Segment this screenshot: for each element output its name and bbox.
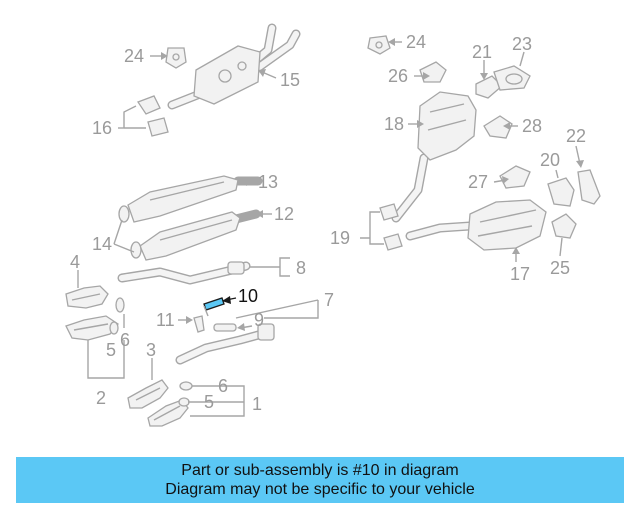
gasket-6-left[interactable] <box>115 297 125 313</box>
label-11: 11 <box>156 310 175 330</box>
exhaust-tip-21[interactable] <box>475 75 503 99</box>
label-24-left: 24 <box>124 46 144 66</box>
label-10: 10 <box>238 286 258 306</box>
label-18: 18 <box>384 114 404 134</box>
label-13: 13 <box>258 172 278 192</box>
center-muffler-17[interactable] <box>405 199 547 251</box>
mount-bracket-24-left[interactable] <box>165 47 187 69</box>
bracket-20[interactable] <box>547 177 575 207</box>
callout-labels: 24 15 16 13 12 14 8 4 10 7 11 9 6 5 3 2 … <box>70 32 586 414</box>
info-banner: Part or sub-assembly is #10 in diagram D… <box>16 457 624 503</box>
banner-line-part: Part or sub-assembly is #10 in diagram <box>181 462 459 479</box>
banner-line-disclaimer: Diagram may not be specific to your vehi… <box>165 481 475 498</box>
bolt-11[interactable] <box>193 315 205 333</box>
label-6-left: 6 <box>120 330 130 350</box>
label-14: 14 <box>92 234 112 254</box>
clamp-5-lower[interactable] <box>178 397 190 407</box>
part-10-bracket[interactable] <box>203 297 225 317</box>
mount-bracket-24-right[interactable] <box>367 35 391 55</box>
exhaust-tip-23[interactable] <box>493 65 531 91</box>
label-26: 26 <box>388 66 408 86</box>
label-27: 27 <box>468 172 488 192</box>
label-19: 19 <box>330 228 350 248</box>
label-4: 4 <box>70 252 80 272</box>
label-24-right: 24 <box>406 32 426 52</box>
label-6-lower: 6 <box>218 376 228 396</box>
label-8: 8 <box>296 258 306 278</box>
label-5-lower: 5 <box>204 392 214 412</box>
label-23: 23 <box>512 34 532 54</box>
clamp-19[interactable] <box>379 203 403 251</box>
gasket-14[interactable] <box>118 205 142 259</box>
clamp-5-left[interactable] <box>109 321 119 335</box>
rear-muffler-18[interactable] <box>391 91 477 223</box>
label-12: 12 <box>274 204 294 224</box>
catalytic-converter-3[interactable] <box>127 379 169 409</box>
label-22: 22 <box>566 126 586 146</box>
label-7: 7 <box>324 290 334 310</box>
label-9: 9 <box>254 310 264 330</box>
gasket-9[interactable] <box>213 323 237 332</box>
hanger-25[interactable] <box>551 213 577 239</box>
label-5-left: 5 <box>106 340 116 360</box>
catalytic-converter-2[interactable] <box>65 315 119 341</box>
hanger-28[interactable] <box>483 115 513 139</box>
catalytic-converter-1[interactable] <box>147 399 189 427</box>
label-28: 28 <box>522 116 542 136</box>
gasket-6-lower[interactable] <box>179 381 193 391</box>
label-1: 1 <box>252 394 262 414</box>
label-17: 17 <box>510 264 530 284</box>
label-21: 21 <box>472 42 492 62</box>
leader-lines <box>77 38 584 417</box>
intermediate-pipe-8[interactable] <box>117 261 251 285</box>
front-pipe-7[interactable] <box>175 323 275 365</box>
hanger-27[interactable] <box>499 165 531 189</box>
exhaust-parts-diagram: 24 15 16 13 12 14 8 4 10 7 11 9 6 5 3 2 … <box>65 23 601 427</box>
front-exhaust-pipe-assembly[interactable] <box>167 23 301 110</box>
label-25: 25 <box>550 258 570 278</box>
label-16: 16 <box>92 118 112 138</box>
label-15: 15 <box>280 70 300 90</box>
gasket-clamp-16[interactable] <box>137 95 169 137</box>
heat-shield-22[interactable] <box>577 169 601 205</box>
catalytic-converter-12[interactable] <box>139 209 261 261</box>
catalytic-converter-13[interactable] <box>127 175 263 223</box>
catalytic-converter-4[interactable] <box>65 285 109 309</box>
label-20: 20 <box>540 150 560 170</box>
label-2: 2 <box>96 388 106 408</box>
label-3: 3 <box>146 340 156 360</box>
